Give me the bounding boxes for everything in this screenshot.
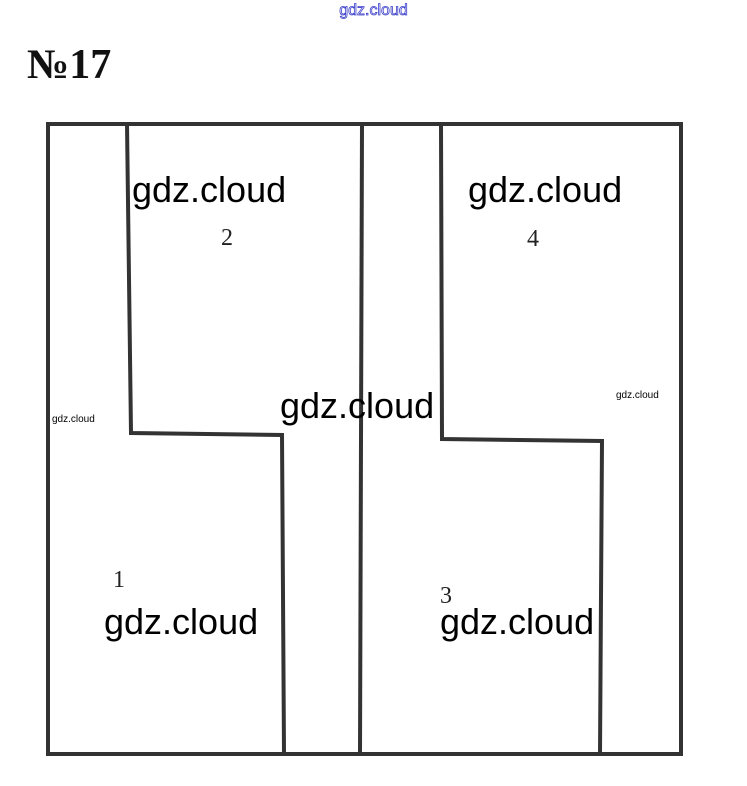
watermark-center: gdz.cloud <box>280 385 434 426</box>
watermark-small-left: gdz.cloud <box>52 414 95 425</box>
region-label-1: 1 <box>113 567 125 593</box>
watermark-lower-right: gdz.cloud <box>440 601 594 642</box>
watermark-small-right: gdz.cloud <box>616 390 659 401</box>
watermark-lower-left: gdz.cloud <box>104 601 258 642</box>
watermark-upper-right: gdz.cloud <box>468 169 622 210</box>
problem-title: №17 <box>27 42 112 88</box>
region-label-4: 4 <box>527 226 539 252</box>
region-label-2: 2 <box>221 225 233 251</box>
left-stair-boundary <box>124 121 287 757</box>
diagram-lines <box>46 121 683 757</box>
center-divider-line <box>357 121 365 757</box>
top-watermark: gdz.cloud <box>339 2 408 20</box>
outer-square <box>46 122 683 756</box>
right-stair-boundary <box>438 121 605 757</box>
region-label-3: 3 <box>440 583 452 609</box>
watermark-upper-left: gdz.cloud <box>132 169 286 210</box>
